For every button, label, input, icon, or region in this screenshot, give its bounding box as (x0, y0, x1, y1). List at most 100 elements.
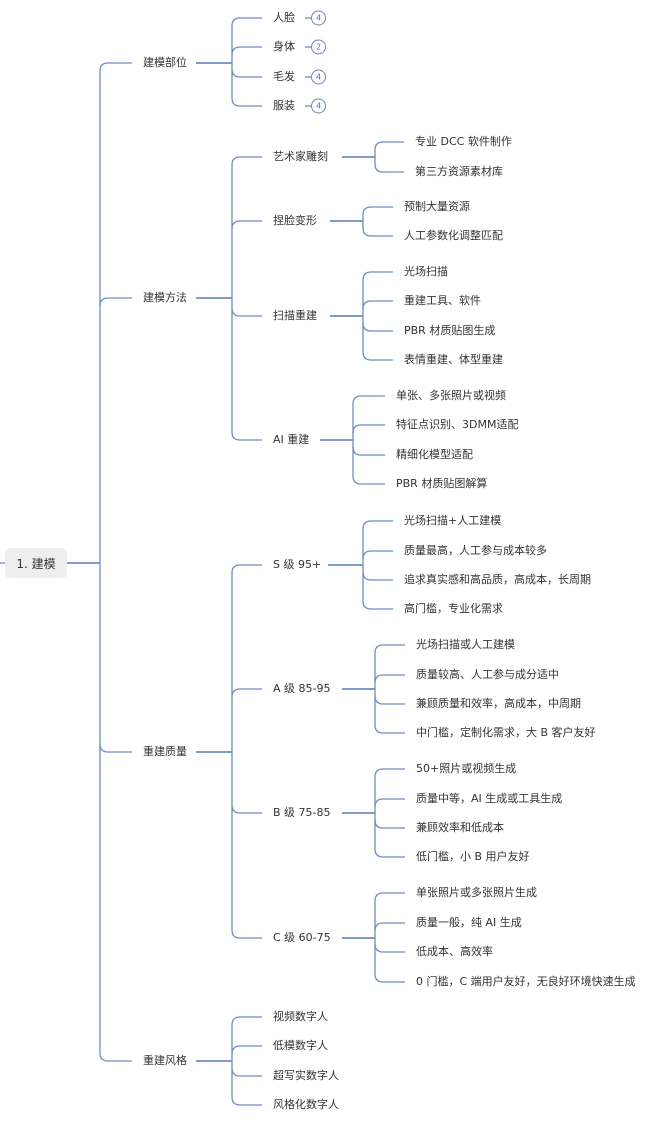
style-connector-branch-line (231, 1016, 262, 1061)
style-connector-branch-line (231, 1067, 262, 1077)
ai-connector-branch-line (352, 424, 385, 434)
scan-connector-branch-line (362, 316, 393, 361)
methods-connector-branch-line (231, 298, 262, 441)
methods-connector-branch-line (231, 156, 262, 298)
style-connector-branch-line (231, 1061, 262, 1106)
branch-modeling-parts[interactable]: 建模部位 (143, 56, 187, 69)
root-node[interactable]: 1. 建模 (5, 548, 67, 578)
sculpt-connector-branch-line (374, 157, 404, 173)
style-connector-branch-line (231, 1045, 262, 1055)
leaf-node[interactable]: 低门槛，小 B 用户友好 (416, 850, 530, 863)
root-connector-branch-line (99, 297, 132, 307)
leaf-node[interactable]: 人工参数化调整匹配 (404, 229, 503, 242)
leaf-node[interactable]: 质量较高、人工参与成分适中 (416, 668, 559, 681)
node-grade-s[interactable]: S 级 95+ (273, 558, 322, 571)
leaf-node[interactable]: PBR 材质贴图生成 (404, 324, 496, 337)
leaf-node[interactable]: 预制大量资源 (404, 200, 470, 213)
node-grade-c[interactable]: C 级 60-75 (273, 931, 331, 944)
scan-connector-branch-line (362, 300, 393, 310)
grade-a-connector-branch-line (374, 644, 405, 689)
grade-b-connector-branch-line (374, 819, 405, 829)
node-lowpoly-digital-human[interactable]: 低模数字人 (273, 1039, 328, 1052)
branch-reconstruction-style[interactable]: 重建风格 (143, 1054, 187, 1067)
leaf-node[interactable]: 单张照片或多张照片生成 (416, 886, 537, 899)
leaf-node[interactable]: 单张、多张照片或视频 (396, 389, 506, 402)
node-hair[interactable]: 毛发 (273, 70, 295, 83)
ai-connector-branch-line (352, 395, 385, 440)
leaf-node[interactable]: 兼顾效率和低成本 (416, 821, 504, 834)
leaf-node[interactable]: 专业 DCC 软件制作 (415, 135, 512, 148)
leaf-node[interactable]: 0 门槛，C 端用户友好，无良好环境快速生成 (416, 975, 636, 988)
methods-connector-branch-line (231, 220, 262, 230)
node-grade-b[interactable]: B 级 75-85 (273, 806, 331, 819)
leaf-node[interactable]: 低成本、高效率 (416, 945, 493, 958)
node-scan-reconstruction[interactable]: 扫描重建 (273, 309, 317, 322)
leaf-node[interactable]: 精细化模型适配 (396, 448, 473, 461)
root-node-label: 1. 建模 (16, 556, 56, 571)
count-badge[interactable]: 4 (311, 69, 326, 85)
node-ai-reconstruction[interactable]: AI 重建 (273, 433, 310, 446)
leaf-node[interactable]: PBR 材质贴图解算 (396, 477, 488, 490)
node-face[interactable]: 人脸 (273, 11, 295, 24)
leaf-node[interactable]: 光场扫描 (404, 265, 448, 278)
grade-a-connector-branch-line (374, 695, 405, 705)
parts-connector-branch-line (231, 63, 262, 107)
node-face-morph[interactable]: 捏脸变形 (273, 214, 317, 227)
grade-b-connector-branch-line (374, 768, 405, 813)
node-video-digital-human[interactable]: 视频数字人 (273, 1010, 328, 1023)
morph-connector-branch-line (362, 221, 393, 237)
sculpt-connector-branch-line (374, 141, 404, 157)
count-badge[interactable]: 4 (311, 10, 326, 26)
node-body[interactable]: 身体 (273, 40, 295, 53)
leaf-node[interactable]: 高门槛，专业化需求 (404, 602, 503, 615)
leaf-node[interactable]: 质量一般，纯 AI 生成 (416, 916, 522, 929)
parts-connector-branch-line (231, 17, 262, 63)
count-badge[interactable]: 2 (311, 39, 326, 55)
leaf-node[interactable]: 质量中等，AI 生成或工具生成 (416, 792, 563, 805)
leaf-node[interactable]: 光场扫描或人工建模 (416, 638, 515, 651)
quality-connector-branch-line (231, 804, 262, 814)
node-artist-sculpt[interactable]: 艺术家雕刻 (273, 150, 328, 163)
parts-connector-branch-line (231, 68, 262, 78)
node-hyperreal-digital-human[interactable]: 超写实数字人 (273, 1069, 339, 1082)
grade-b-connector-branch-line (374, 813, 405, 858)
morph-connector-branch-line (362, 206, 393, 221)
grade-s-connector-branch-line (362, 520, 393, 565)
node-grade-a[interactable]: A 级 85-95 (273, 682, 331, 695)
leaf-node[interactable]: 50+照片或视频生成 (416, 762, 517, 775)
grade-c-connector-branch-line (374, 922, 405, 932)
quality-connector-branch-line (231, 688, 262, 698)
grade-c-connector-branch-line (374, 892, 405, 938)
scan-connector-branch-line (362, 271, 393, 316)
leaf-node[interactable]: 特征点识别、3DMM适配 (396, 418, 519, 431)
leaf-node[interactable]: 重建工具、软件 (404, 294, 481, 307)
branch-modeling-methods[interactable]: 建模方法 (143, 291, 187, 304)
node-clothing[interactable]: 服装 (273, 99, 295, 112)
count-badge[interactable]: 4 (311, 98, 326, 114)
leaf-node[interactable]: 兼顾质量和效率，高成本，中周期 (416, 697, 581, 710)
leaf-node[interactable]: 追求真实感和高品质，高成本，长周期 (404, 573, 591, 586)
grade-s-connector-branch-line (362, 565, 393, 610)
grade-c-connector-branch-line (374, 938, 405, 983)
leaf-node[interactable]: 表情重建、体型重建 (404, 353, 503, 366)
grade-s-connector-branch-line (362, 550, 393, 560)
leaf-node[interactable]: 光场扫描+人工建模 (404, 514, 502, 527)
leaf-node[interactable]: 质量最高，人工参与成本较多 (404, 544, 547, 557)
ai-connector-branch-line (352, 440, 385, 485)
quality-connector-branch-line (231, 564, 262, 752)
grade-s-connector-branch-line (362, 571, 393, 581)
leaf-node[interactable]: 中门槛，定制化需求，大 B 客户友好 (416, 726, 596, 739)
grade-a-connector-branch-line (374, 674, 405, 684)
branch-reconstruction-quality[interactable]: 重建质量 (143, 745, 187, 758)
leaf-node[interactable]: 第三方资源素材库 (415, 165, 503, 178)
quality-connector-branch-line (231, 752, 262, 939)
grade-a-connector-branch-line (374, 689, 405, 734)
grade-c-connector-branch-line (374, 943, 405, 953)
ai-connector-branch-line (352, 446, 385, 456)
root-connector-branch-line (99, 743, 132, 753)
node-stylized-digital-human[interactable]: 风格化数字人 (273, 1098, 339, 1111)
root-connector-branch-line (99, 62, 132, 563)
methods-connector-branch-line (231, 307, 262, 317)
root-connector-branch-line (99, 563, 132, 1062)
